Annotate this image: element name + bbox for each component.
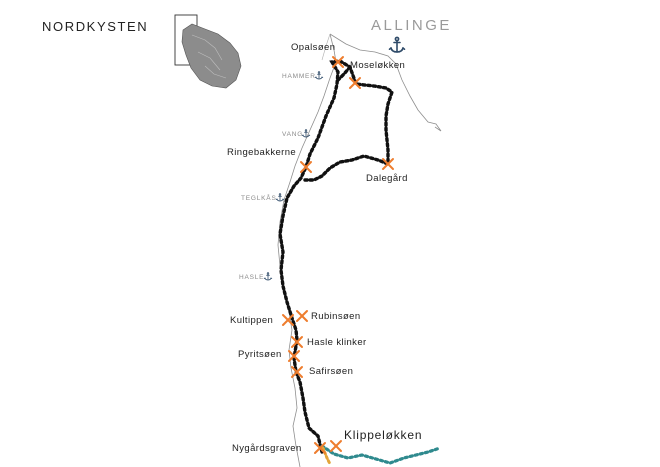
- coastline: [277, 33, 337, 467]
- coastline-north: [329, 33, 442, 132]
- site-label-klippelokken: Klippeløkken: [344, 428, 423, 442]
- route-extension: [320, 444, 442, 465]
- x-marker-icon: [349, 77, 361, 89]
- site-label-moselokken: Moseløkken: [350, 60, 406, 71]
- site-label-dalegard: Dalegård: [366, 173, 408, 184]
- town-label: ALLINGE: [371, 17, 452, 34]
- x-marker-icon: [296, 310, 308, 322]
- route-loop: [336, 65, 352, 82]
- anchor-icon: [263, 272, 273, 281]
- site-markers: [282, 56, 394, 454]
- route-main: [278, 59, 395, 454]
- site-label-kultippen: Kultippen: [230, 315, 274, 326]
- x-marker-icon: [291, 336, 303, 348]
- site-label-ringebakkerne: Ringebakkerne: [227, 147, 297, 158]
- x-marker-icon: [314, 442, 326, 454]
- site-label-rubinsoen: Rubinsøen: [311, 311, 361, 322]
- island-silhouette-icon: [181, 23, 242, 89]
- anchor-icon: [301, 129, 311, 138]
- harbor-label-hammer: HAMMER: [282, 73, 316, 80]
- x-marker-icon: [291, 366, 303, 378]
- harbor-anchors: [263, 36, 406, 281]
- harbor-label-hasle: HASLE: [239, 274, 265, 281]
- anchor-icon: [275, 193, 285, 202]
- x-marker-icon: [282, 314, 294, 326]
- x-marker-icon: [382, 158, 394, 170]
- map-title: NORDKYSTEN: [42, 19, 149, 34]
- site-label-pyritsoen: Pyritsøen: [238, 349, 282, 360]
- harbor-label-vang: VANG: [282, 131, 304, 138]
- anchor-icon: [314, 71, 324, 80]
- x-marker-icon: [330, 440, 342, 452]
- site-label-hasle-klinker: Hasle klinker: [307, 337, 367, 348]
- site-label-nygardsgraven: Nygårdsgraven: [232, 443, 302, 454]
- x-marker-icon: [332, 56, 344, 68]
- island-texture: [191, 34, 227, 79]
- site-label-opalsoen: Opalsøen: [291, 42, 336, 53]
- site-label-safirsoen: Safirsøen: [309, 366, 354, 377]
- harbor-label-teglkas: TEGLKÅS: [241, 195, 277, 202]
- x-marker-icon: [288, 350, 300, 362]
- anchor-icon: [388, 36, 406, 53]
- x-marker-icon: [300, 161, 312, 173]
- coastline-inlet: [321, 33, 331, 61]
